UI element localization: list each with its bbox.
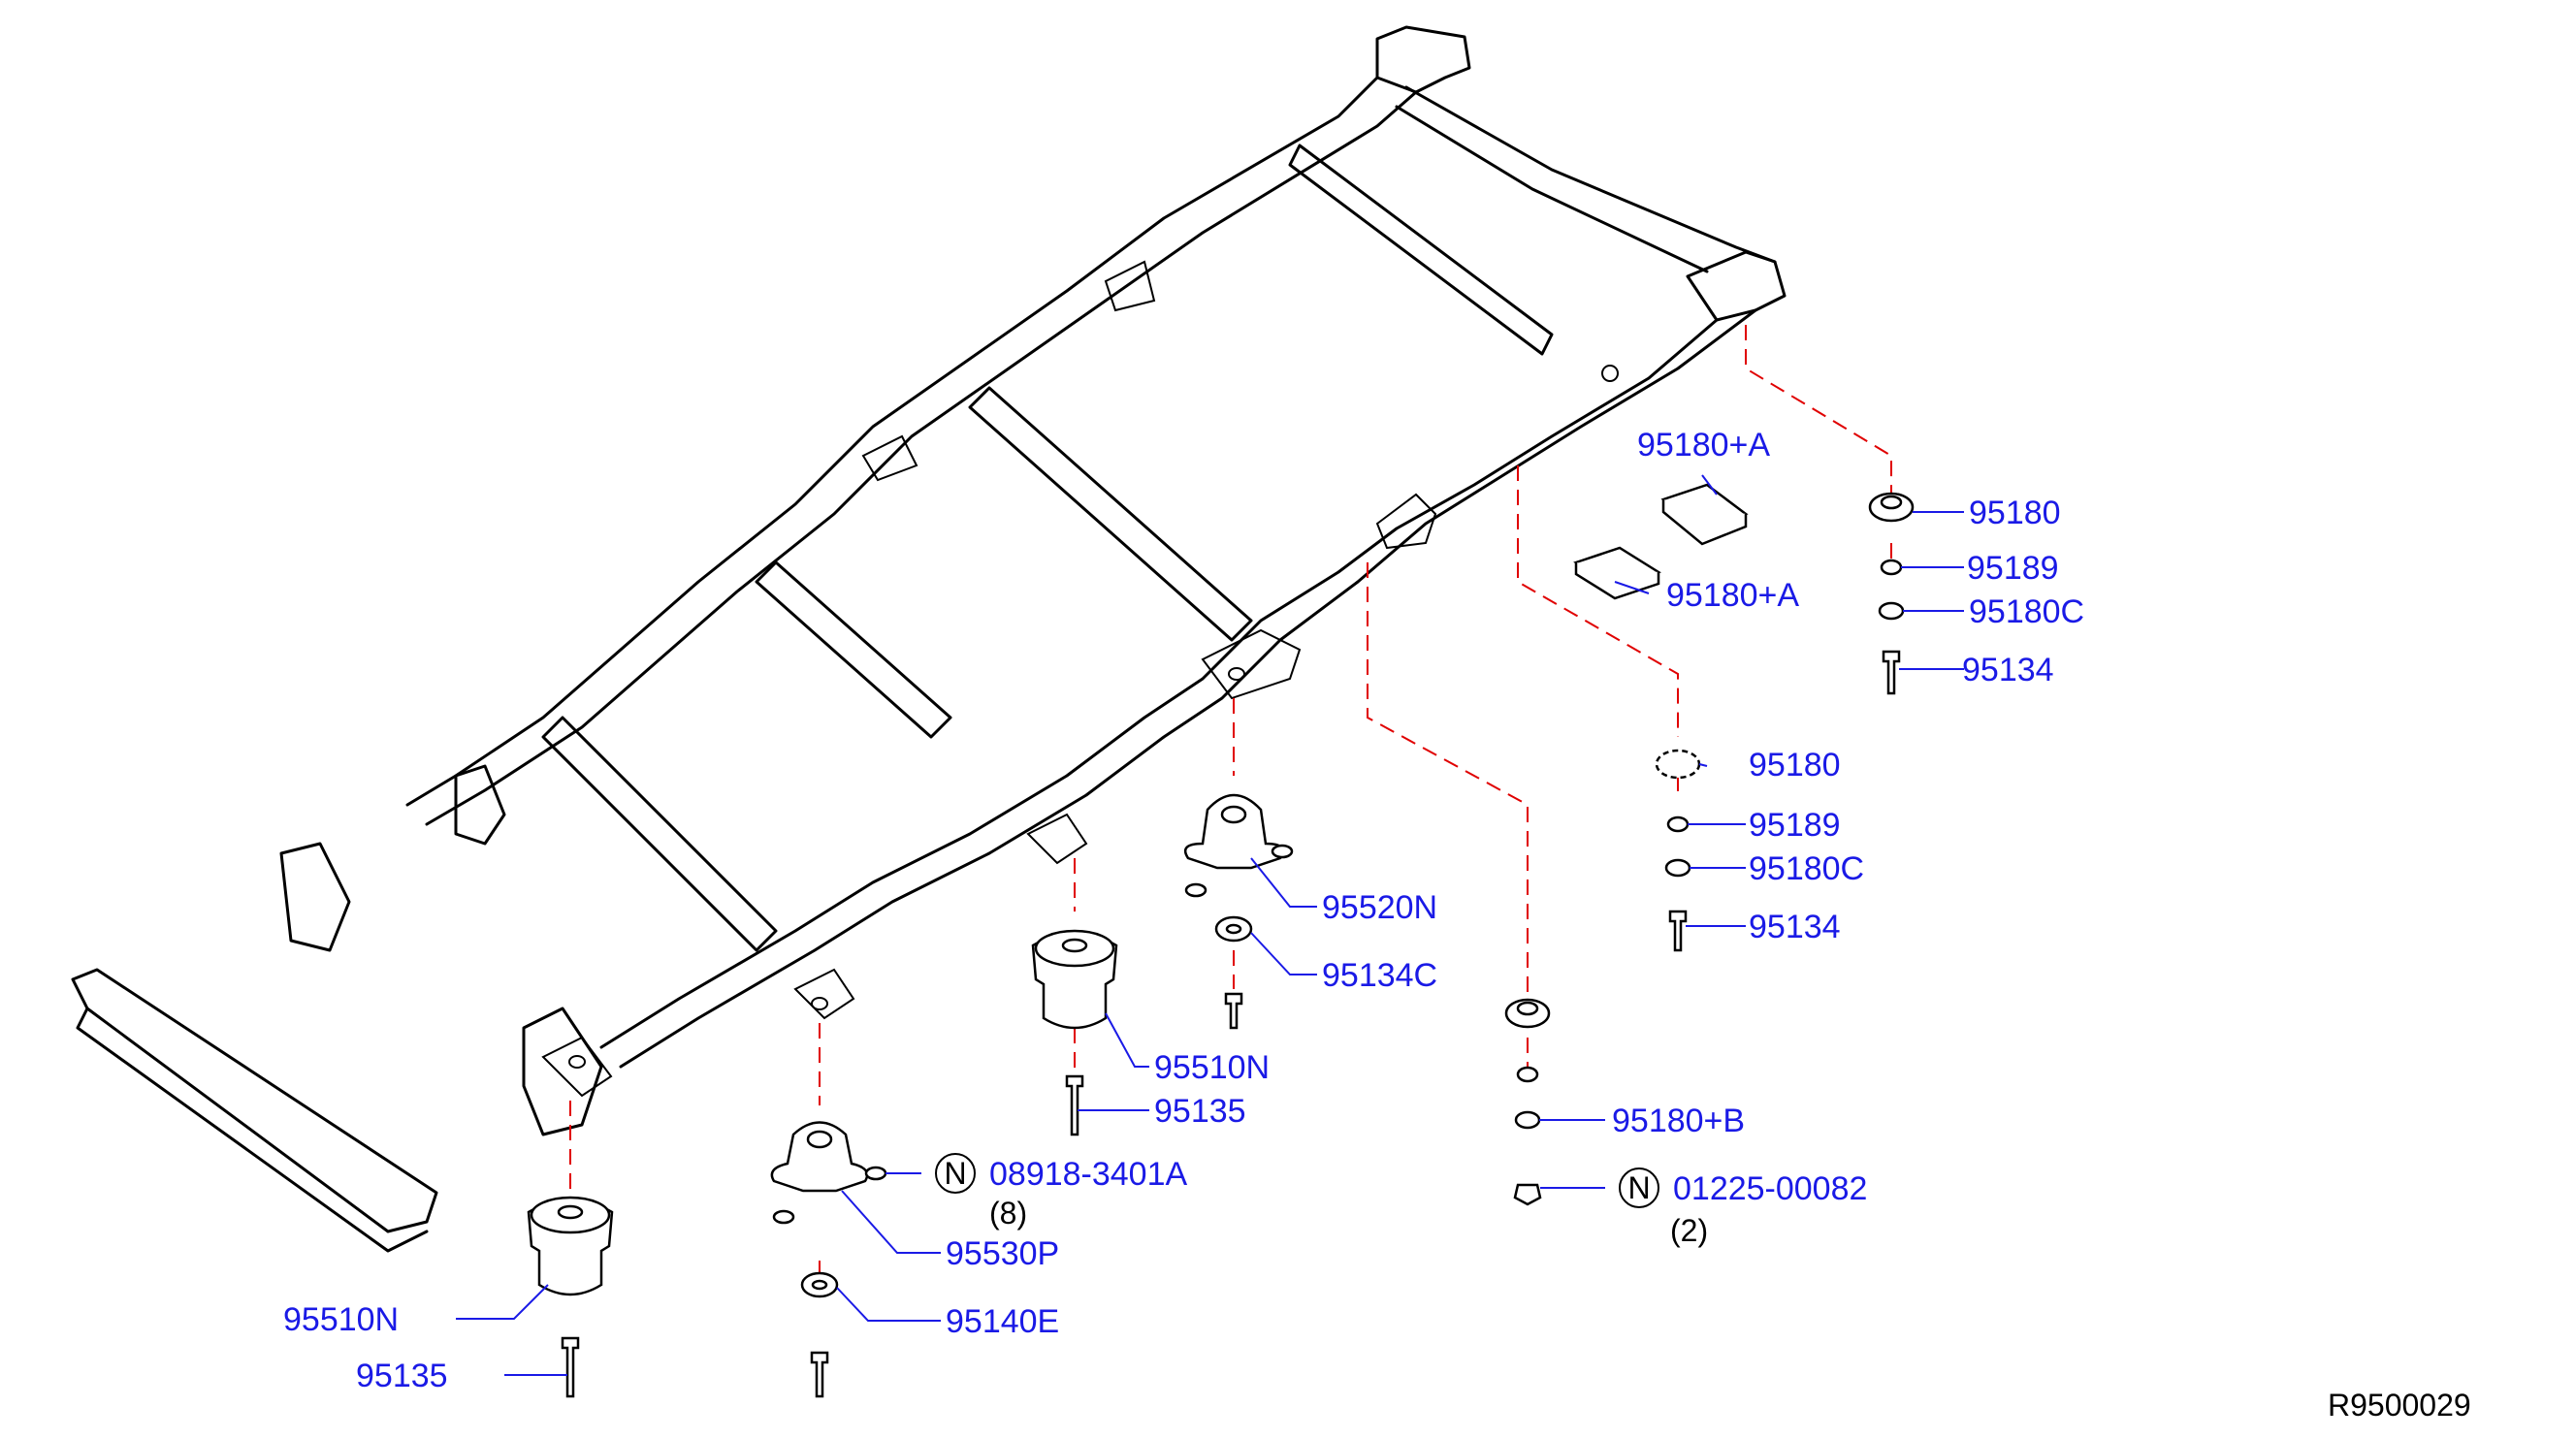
qty-01225: (2): [1670, 1213, 1708, 1248]
bolt-95135-lower: [561, 1336, 580, 1398]
label-95134-upper: 95134: [1962, 652, 2054, 688]
bolt-95134-upper: [1882, 650, 1901, 695]
label-95180c-upper: 95180C: [1969, 593, 2084, 630]
label-01225-00082: 01225-00082: [1673, 1170, 1867, 1207]
qty-08918: (8): [989, 1196, 1027, 1231]
label-95530p: 95530P: [946, 1235, 1059, 1272]
part-labels: 95180+A 95180+A 95180 95189 95180C 95134…: [283, 427, 2471, 1423]
insulator-95180-middle: [1655, 749, 1701, 780]
label-95134c: 95134C: [1322, 957, 1437, 994]
washer-95180b: [1514, 1110, 1541, 1130]
label-95135-lower: 95135: [356, 1358, 448, 1394]
bolt-95134c: [1224, 992, 1243, 1030]
label-95510n-upper: 95510N: [1154, 1049, 1270, 1086]
washer-95180b-mid: [1516, 1066, 1539, 1083]
washer-95180c-middle: [1664, 858, 1691, 878]
bolt-95134-middle: [1668, 910, 1688, 952]
washer-95180c-upper: [1878, 601, 1905, 621]
nut-01225: [1513, 1183, 1542, 1206]
parts: [527, 483, 1915, 1398]
label-95510n-lower: 95510N: [283, 1301, 399, 1338]
washer-95189-middle: [1666, 815, 1690, 833]
label-08918-3401a: 08918-3401A: [989, 1156, 1188, 1193]
label-95180a-upper: 95180+A: [1637, 427, 1770, 464]
nut-08918: [864, 1166, 887, 1181]
label-95180a-lower: 95180+A: [1666, 577, 1799, 614]
label-95180c-middle: 95180C: [1749, 850, 1864, 887]
chassis-frame: [71, 25, 1787, 1253]
label-95180-upper: 95180: [1969, 495, 2061, 531]
diagram-id: R9500029: [2328, 1388, 2471, 1423]
circled-n-icon: [1619, 1167, 1659, 1208]
dashed-guide-lines: [569, 325, 1892, 1280]
label-95189-upper: 95189: [1967, 550, 2059, 587]
label-95189-middle: 95189: [1749, 807, 1841, 844]
svg-text:N: N: [944, 1156, 966, 1191]
svg-text:N: N: [1627, 1170, 1650, 1205]
circled-n-icon: [935, 1153, 976, 1194]
label-95180-middle: 95180: [1749, 747, 1841, 783]
label-95135-upper: 95135: [1154, 1093, 1246, 1130]
note-marker-08918: N: [935, 1153, 976, 1194]
note-marker-01225: N: [1619, 1167, 1659, 1208]
leader-lines: [456, 474, 1964, 1376]
washer-95189-upper: [1880, 559, 1903, 576]
label-95140e: 95140E: [946, 1303, 1059, 1340]
label-95180b: 95180+B: [1612, 1103, 1745, 1139]
label-95134-middle: 95134: [1749, 909, 1841, 945]
label-95520n: 95520N: [1322, 889, 1437, 926]
bolt-95135-upper: [1065, 1074, 1084, 1136]
bolt-95140e: [810, 1351, 829, 1398]
